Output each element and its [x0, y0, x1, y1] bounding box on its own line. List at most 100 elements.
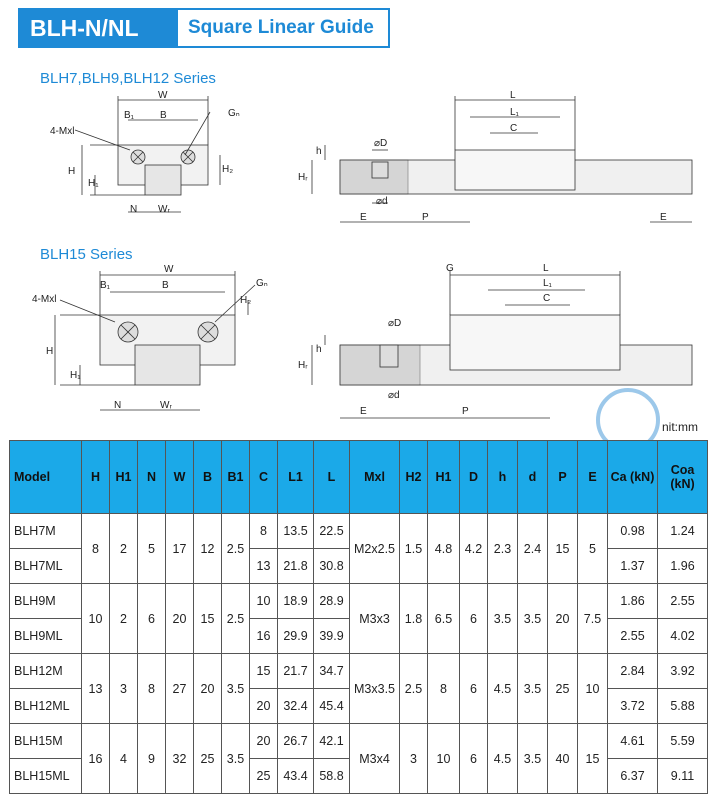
label-wr-15: Wᵣ	[160, 400, 172, 411]
cell-d-upper: 6	[459, 653, 488, 724]
col-header: L	[313, 440, 350, 514]
cell-d-small: 3.5	[517, 653, 548, 724]
unit-note: nit:mm	[662, 420, 698, 434]
cell-b: 12	[193, 513, 222, 584]
cell-b1: 3.5	[221, 653, 250, 724]
cell-p: 25	[547, 653, 578, 724]
label-b1-15: B₁	[100, 280, 111, 291]
cell-l1: 13.5	[277, 513, 314, 549]
cell-e: 10	[577, 653, 608, 724]
cell-model: BLH7M	[9, 513, 82, 549]
cell-l1: 26.7	[277, 723, 314, 759]
cell-b1: 2.5	[221, 513, 250, 584]
header-title: Square Linear Guide	[176, 8, 390, 48]
cell-l: 45.4	[313, 688, 350, 724]
technical-drawings	[54, 96, 693, 440]
blh7-cross-section	[74, 96, 221, 213]
col-header: H	[81, 440, 110, 514]
label-b-15: B	[162, 280, 169, 291]
cell-h-small: 4.5	[487, 723, 518, 794]
cell-h2: 1.8	[399, 583, 428, 654]
cell-e: 15	[577, 723, 608, 794]
cell-l1: 43.4	[277, 758, 314, 794]
cell-p: 15	[547, 513, 578, 584]
label-dd: ⌀D	[374, 138, 388, 149]
cell-w: 32	[165, 723, 194, 794]
cell-h-small: 2.3	[487, 513, 518, 584]
cell-ca: 2.84	[607, 653, 658, 689]
label-sd: ⌀d	[376, 196, 388, 207]
cell-h: 16	[81, 723, 110, 794]
cell-model: BLH15M	[9, 723, 82, 759]
label-l1: L₁	[510, 107, 519, 118]
cell-coa: 1.96	[657, 548, 708, 584]
label-sd-15: ⌀d	[388, 390, 400, 401]
cell-b: 20	[193, 653, 222, 724]
label-l1-15: L₁	[543, 278, 552, 289]
cell-mxl: M3x3.5	[349, 653, 400, 724]
cell-h2: 3	[399, 723, 428, 794]
cell-ca: 1.37	[607, 548, 658, 584]
cell-coa: 5.88	[657, 688, 708, 724]
cell-d-small: 2.4	[517, 513, 548, 584]
label-c-15: C	[543, 293, 551, 304]
cell-b1: 3.5	[221, 723, 250, 794]
cell-d-small: 3.5	[517, 723, 548, 794]
cell-model: BLH15ML	[9, 758, 82, 794]
blh7-side-view	[311, 96, 693, 223]
cell-h1-rail: 8	[427, 653, 460, 724]
blh15-side-view	[311, 271, 693, 419]
cell-h1: 3	[109, 653, 138, 724]
cell-ca: 0.98	[607, 513, 658, 549]
cell-l1: 21.7	[277, 653, 314, 689]
col-header: C	[249, 440, 278, 514]
cell-h: 8	[81, 513, 110, 584]
cell-h-small: 3.5	[487, 583, 518, 654]
label-c: C	[510, 123, 518, 134]
col-header: L1	[277, 440, 314, 514]
cell-model: BLH9ML	[9, 618, 82, 654]
label-mxl: 4-Mxl	[50, 126, 75, 137]
label-gn: Gₙ	[228, 108, 240, 119]
label-h2: H₂	[222, 164, 234, 175]
cell-coa: 9.11	[657, 758, 708, 794]
watermark-registered-icon	[596, 388, 660, 440]
cell-c: 8	[249, 513, 278, 549]
label-h: H	[68, 166, 76, 177]
col-header: H2	[399, 440, 428, 514]
cell-e: 7.5	[577, 583, 608, 654]
label-h2-15: H₂	[240, 295, 252, 306]
cell-l: 22.5	[313, 513, 350, 549]
cell-h2: 1.5	[399, 513, 428, 584]
col-header: H1	[427, 440, 460, 514]
cell-c: 20	[249, 688, 278, 724]
cell-h: 10	[81, 583, 110, 654]
cell-l: 34.7	[313, 653, 350, 689]
cell-b: 15	[193, 583, 222, 654]
label-n: N	[130, 204, 138, 215]
label-e-15: E	[360, 406, 367, 417]
cell-coa: 2.55	[657, 583, 708, 619]
label-b1: B₁	[124, 110, 135, 121]
series-title-blh7-12: BLH7,BLH9,BLH12 Series	[40, 70, 216, 87]
cell-d-upper: 4.2	[459, 513, 488, 584]
cell-d-upper: 6	[459, 723, 488, 794]
cell-coa: 1.24	[657, 513, 708, 549]
col-header: P	[547, 440, 578, 514]
cell-c: 10	[249, 583, 278, 619]
col-header: B1	[221, 440, 250, 514]
cell-n: 8	[137, 653, 166, 724]
label-hr-15: Hᵣ	[298, 360, 308, 371]
col-header: h	[487, 440, 518, 514]
cell-ca: 4.61	[607, 723, 658, 759]
label-hr: Hᵣ	[298, 172, 308, 183]
spec-table: Model H H1 N W B B1 C L1 L Mxl H2 H1 D h…	[9, 440, 708, 794]
col-header: B	[193, 440, 222, 514]
cell-l1: 21.8	[277, 548, 314, 584]
series-title-blh15: BLH15 Series	[40, 246, 133, 263]
table-row: BLH12ML 20 32.4 45.4 3.72 5.88	[9, 688, 708, 724]
label-mxl-15: 4-Mxl	[32, 294, 57, 305]
cell-mxl: M3x3	[349, 583, 400, 654]
label-e: E	[360, 212, 367, 223]
cell-h1: 2	[109, 583, 138, 654]
